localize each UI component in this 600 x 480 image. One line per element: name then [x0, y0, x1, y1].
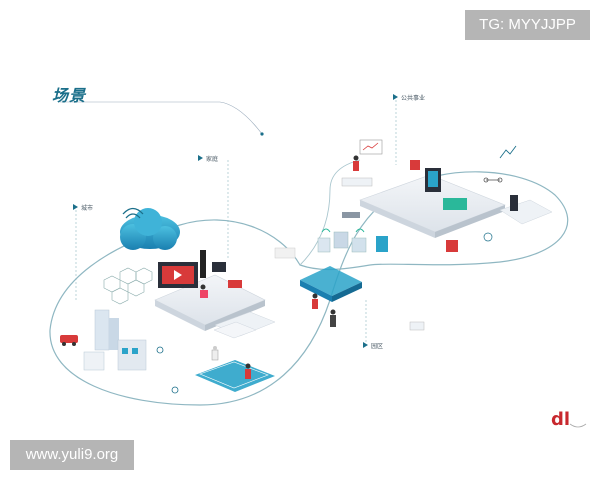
label-home: 家庭 [206, 156, 219, 163]
robot-icon-2 [211, 346, 219, 361]
gear-icon [156, 346, 164, 354]
person-icon-5 [245, 363, 251, 379]
title-leader-dot [260, 132, 264, 136]
park-marker-icon [363, 342, 368, 348]
cloud-icon [120, 208, 180, 250]
speaker [200, 250, 206, 278]
park-building [300, 266, 362, 296]
park-scene [195, 266, 425, 392]
car-icon [60, 335, 78, 346]
router [342, 212, 360, 218]
gear-icon-2 [171, 386, 179, 394]
red-cube [410, 160, 420, 170]
red-box [228, 280, 242, 288]
city-scene [60, 207, 180, 394]
person-icon [200, 284, 208, 298]
watermark-bottom: www.yuli9.org [10, 440, 134, 470]
park-bench [409, 321, 425, 331]
svg-text:dl: dl [551, 409, 570, 430]
watermark-top: TG: MYYJJPP [465, 10, 590, 40]
trend-icon [499, 145, 517, 159]
hex-cluster [103, 267, 153, 305]
city-marker-icon [73, 204, 78, 210]
label-city: 城市 [81, 205, 94, 212]
target-icon [483, 232, 493, 242]
public-scene [341, 139, 553, 252]
robot-icon [510, 195, 518, 211]
desk [341, 177, 373, 187]
label-park: 园区 [371, 343, 384, 350]
teal-block [443, 198, 467, 210]
small-platform [213, 321, 257, 339]
home-marker-icon [198, 155, 203, 161]
label-public: 公共事业 [401, 95, 426, 102]
public-marker-icon [393, 94, 398, 100]
page-title: 场景 [52, 86, 87, 105]
home-scene [154, 247, 296, 337]
water-pool [195, 360, 275, 392]
red-box-2 [446, 240, 458, 252]
person-icon-3 [312, 293, 318, 309]
city-buildings [83, 309, 147, 371]
drone-icon [483, 177, 503, 183]
person-icon-2 [353, 155, 359, 171]
phone [274, 247, 296, 259]
loop-inner-arc [299, 159, 361, 266]
person-icon-4 [330, 309, 336, 327]
connector-devices [317, 212, 388, 253]
tv-screen [158, 262, 198, 288]
wifi-icon [122, 207, 144, 219]
logo-icon: dl [551, 409, 587, 430]
monitor [212, 262, 226, 272]
board [359, 139, 383, 155]
title-leader-line [60, 101, 263, 135]
